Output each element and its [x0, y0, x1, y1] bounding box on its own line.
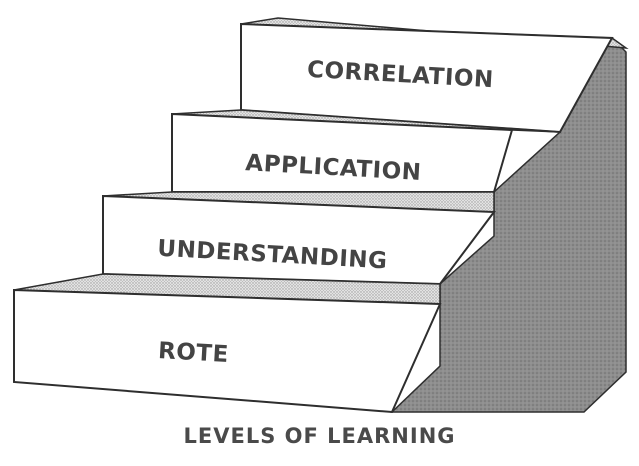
step-1-face — [13, 288, 442, 414]
step-4: CORRELATION — [240, 17, 629, 134]
step-1: ROTE — [13, 273, 442, 414]
step-2: UNDERSTANDING — [102, 191, 496, 286]
diagram-caption: LEVELS OF LEARNING — [183, 424, 456, 448]
step-1-label: ROTE — [157, 338, 229, 368]
